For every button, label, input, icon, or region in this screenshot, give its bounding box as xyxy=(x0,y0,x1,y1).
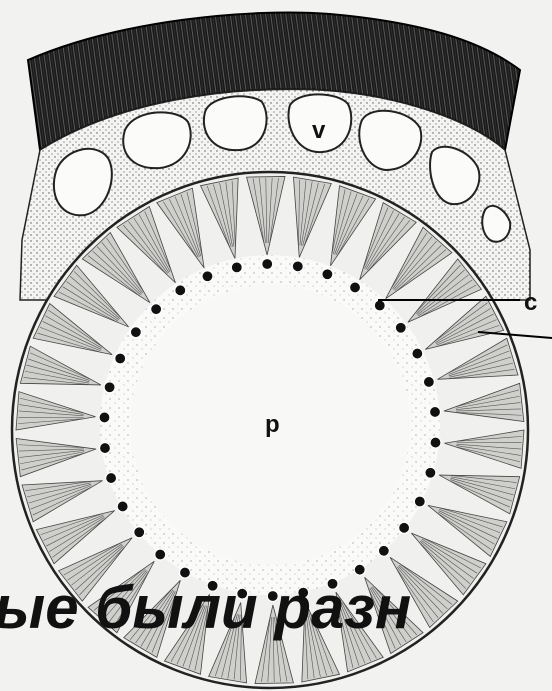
bundle-dot xyxy=(99,412,110,423)
bundle-dot xyxy=(175,285,186,296)
bundle-dot xyxy=(414,496,425,507)
bundle-dot xyxy=(425,467,436,478)
bundle-dot xyxy=(231,262,242,273)
bundle-dot xyxy=(374,300,385,311)
bundle-dot xyxy=(262,259,273,270)
bundle-dot xyxy=(292,261,303,272)
bundle-dot xyxy=(151,304,162,315)
caption-text: ые были разн xyxy=(0,578,411,638)
bundle-dot xyxy=(430,437,441,448)
bundle-dot xyxy=(423,376,434,387)
bundle-dot xyxy=(117,501,128,512)
bundle-dot xyxy=(378,545,389,556)
bundle-dot xyxy=(115,353,126,364)
label-c: c xyxy=(524,289,537,316)
bundle-dot xyxy=(134,527,145,538)
label-p: p xyxy=(265,411,280,438)
bundle-dot xyxy=(104,382,115,393)
bundle-dot xyxy=(106,473,117,484)
bundle-dot xyxy=(130,327,141,338)
bundle-dot xyxy=(430,406,441,417)
label-v: v xyxy=(312,117,326,144)
bundle-dot xyxy=(99,443,110,454)
bundle-dot xyxy=(412,348,423,359)
bundle-dot xyxy=(322,269,333,280)
bundle-dot xyxy=(399,522,410,533)
bundle-dot xyxy=(202,271,213,282)
bundle-dot xyxy=(155,549,166,560)
bundle-dot xyxy=(350,282,361,293)
bundle-dot xyxy=(395,322,406,333)
